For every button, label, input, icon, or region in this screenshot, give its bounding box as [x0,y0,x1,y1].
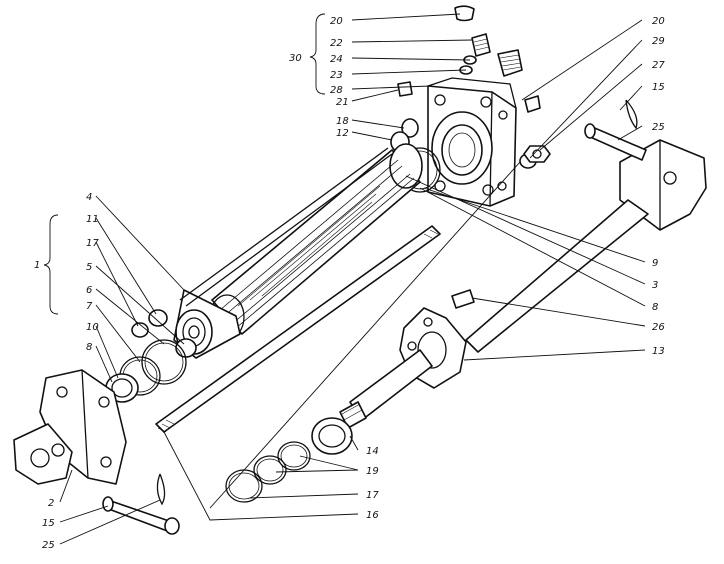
callout-4: 4 [86,192,92,203]
callout-6: 6 [86,285,92,296]
callout-17-lower: 17 [366,490,379,501]
callout-3: 3 [652,280,658,291]
callout-14: 14 [366,446,379,457]
callout-15-bottom: 15 [42,518,55,529]
callout-2: 2 [48,498,54,509]
front-head-part [13,369,127,485]
callout-8-right: 8 [652,302,658,313]
callout-26: 26 [652,322,665,333]
callout-24: 24 [330,54,343,65]
callout-10: 10 [86,322,99,333]
callout-13: 13 [652,346,665,357]
callout-23: 23 [330,70,343,81]
callout-22: 22 [330,38,343,49]
callout-12: 12 [336,128,349,139]
callout-11: 11 [86,214,99,225]
callout-15-top: 15 [652,82,665,93]
callout-20-top: 20 [330,16,343,27]
callout-17-upper: 17 [86,238,99,249]
flange-rod [339,289,475,429]
rear-cover-part [427,77,517,207]
callout-8-left: 8 [86,342,92,353]
callout-25-top: 25 [652,122,665,133]
leader-lines [59,13,646,545]
rod-clevis-right [465,99,707,353]
callout-5: 5 [86,262,92,273]
callout-1: 1 [34,260,40,271]
callout-28: 28 [330,85,343,96]
callout-labels: 20 22 24 23 28 21 30 20 29 27 15 25 18 1… [34,16,665,551]
callout-30: 30 [289,53,302,64]
seal-rings-lower [225,417,353,503]
tie-rod [155,225,441,433]
callout-21: 21 [336,97,349,108]
callout-25-bottom: 25 [42,540,55,551]
callout-7: 7 [86,301,93,312]
callout-20-right: 20 [652,16,665,27]
cylinder-tube [209,143,423,340]
nut-and-ring-parts [519,145,551,169]
callout-18: 18 [336,116,349,127]
callout-27: 27 [652,60,665,71]
callout-16: 16 [366,510,379,521]
group-brackets [43,13,326,315]
pin-lower-left [102,473,180,535]
breather-fittings [397,5,541,113]
callout-9: 9 [652,258,658,269]
callout-19: 19 [366,466,379,477]
callout-29: 29 [652,36,665,47]
